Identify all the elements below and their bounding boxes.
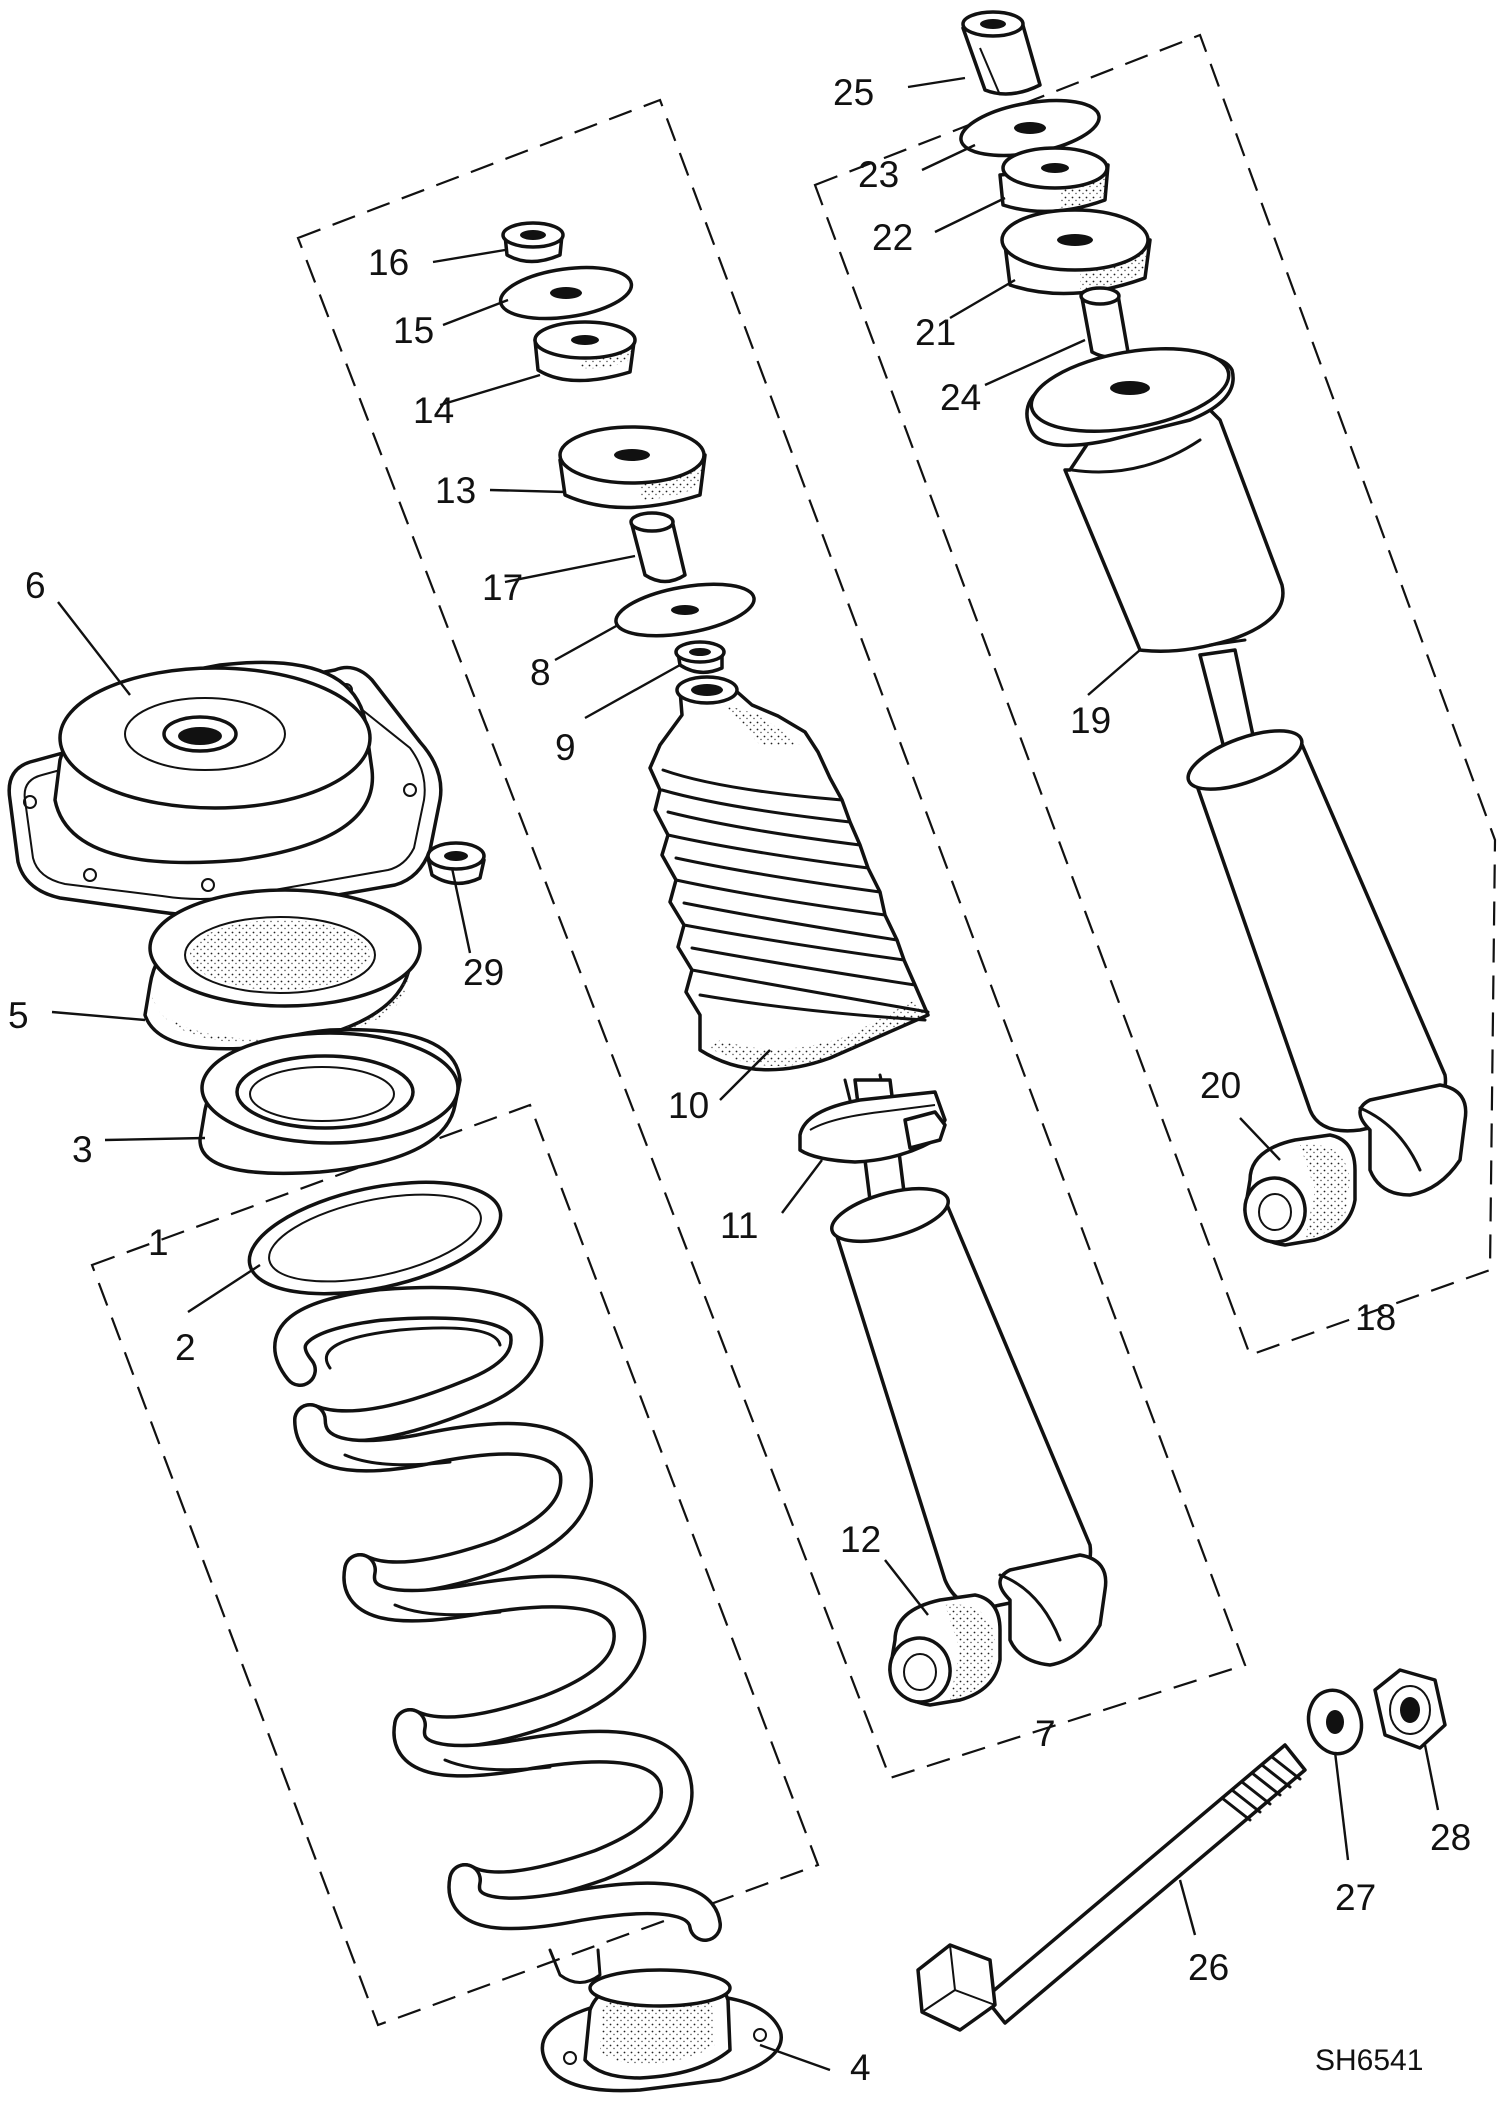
bush-12 [888, 1593, 1002, 1707]
callout-27: 27 [1335, 1877, 1376, 1918]
bush-20 [1243, 1133, 1357, 1247]
dust-boot-10 [648, 675, 930, 1072]
callout-17: 17 [482, 567, 523, 608]
callout-16: 16 [368, 242, 409, 283]
callout-13: 13 [435, 470, 476, 511]
nut-16 [501, 221, 565, 264]
clamp-11 [798, 1090, 947, 1164]
flange-nut-29 [426, 841, 486, 885]
callout-2: 2 [175, 1327, 196, 1368]
callout-14: 14 [413, 390, 454, 431]
leader-lines [51, 76, 1440, 2072]
bush-21 [1000, 208, 1152, 296]
callout-10: 10 [668, 1085, 709, 1126]
bush-14 [533, 320, 637, 383]
group-7-outline [296, 98, 1247, 1780]
spacer-tube-24 [1079, 286, 1130, 359]
callout-5: 5 [8, 995, 29, 1036]
callout-labels: 1 2 3 4 5 6 7 8 9 10 11 12 13 14 15 16 1… [8, 72, 1471, 2088]
callout-18: 18 [1355, 1297, 1396, 1338]
bolt-26 [916, 1743, 1307, 2032]
callout-15: 15 [393, 310, 434, 351]
coil-spring-1 [273, 1285, 722, 1984]
bush-13 [558, 425, 707, 510]
callout-20: 20 [1200, 1065, 1241, 1106]
group-18-outline [813, 33, 1497, 1357]
callout-22: 22 [872, 217, 913, 258]
callout-23: 23 [858, 154, 899, 195]
callout-29: 29 [463, 952, 504, 993]
callout-24: 24 [940, 377, 981, 418]
callout-28: 28 [1430, 1817, 1471, 1858]
lower-seat-4 [540, 1968, 783, 2093]
spring-seat-5 [143, 888, 422, 1051]
damper-18-cover [1025, 346, 1285, 653]
washer-8 [614, 582, 756, 638]
bush-22 [998, 146, 1110, 214]
spring-pad-ring-2 [247, 1180, 503, 1296]
washer-27 [1306, 1688, 1364, 1756]
washer-15 [498, 265, 634, 321]
nut-25 [961, 10, 1042, 96]
callout-11: 11 [720, 1205, 758, 1246]
callout-9: 9 [555, 727, 576, 768]
damper-7-body [830, 1073, 1108, 1667]
callout-8: 8 [530, 652, 551, 693]
insulator-3 [198, 1027, 462, 1176]
callout-25: 25 [833, 72, 874, 113]
callout-21: 21 [915, 312, 956, 353]
callout-7: 7 [1035, 1713, 1056, 1754]
callout-12: 12 [840, 1519, 881, 1560]
callout-3: 3 [72, 1129, 93, 1170]
callout-4: 4 [850, 2047, 871, 2088]
top-mount-plate [7, 660, 443, 917]
nut-28 [1373, 1668, 1447, 1750]
callout-26: 26 [1188, 1947, 1229, 1988]
spacer-tube-17 [629, 511, 687, 584]
callout-1: 1 [148, 1222, 169, 1263]
diagram-code: SH6541 [1315, 2044, 1423, 2077]
damper-18-body [1186, 638, 1468, 1197]
callout-6: 6 [25, 565, 46, 606]
bump-stop-9 [674, 640, 726, 675]
callout-19: 19 [1070, 700, 1111, 741]
